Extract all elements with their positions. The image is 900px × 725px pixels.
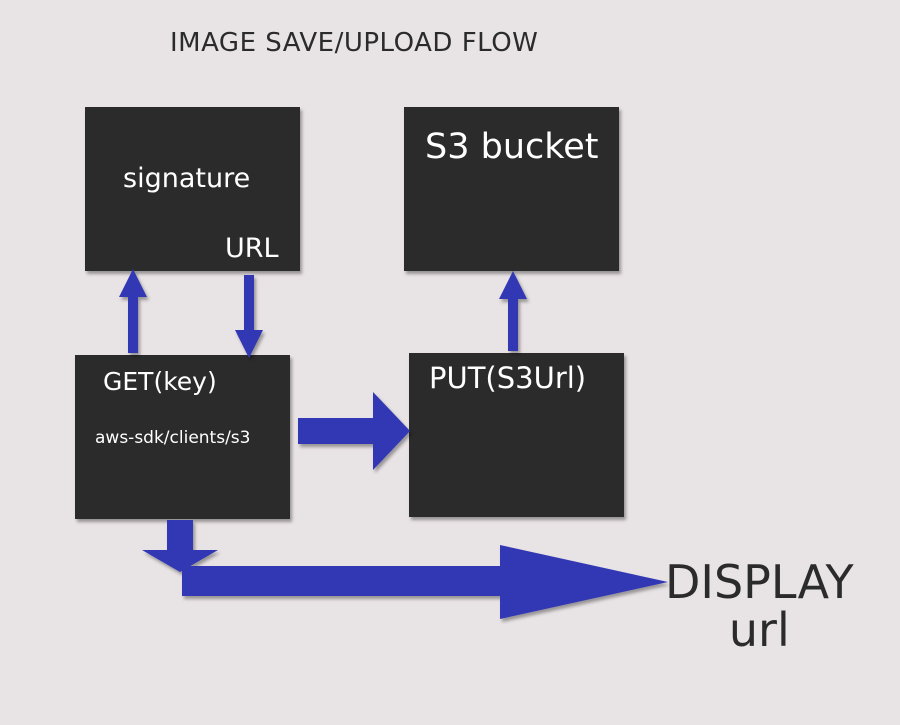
put-s3url-box: PUT(S3Url): [409, 353, 624, 517]
arrow-put-to-s3: [499, 271, 527, 351]
diagram-title: IMAGE SAVE/UPLOAD FLOW: [170, 28, 539, 58]
get-key-box: GET(key) aws-sdk/clients/s3: [75, 355, 290, 519]
display-text: DISPLAY: [665, 555, 854, 609]
get-key-label: GET(key): [103, 367, 217, 396]
arrow-url-to-get: [235, 275, 263, 358]
arrow-get-down: [142, 520, 218, 572]
url-label: URL: [225, 233, 279, 264]
put-s3url-label: PUT(S3Url): [429, 361, 587, 395]
signature-box: signature URL: [85, 107, 300, 271]
display-url-label: DISPLAY url: [665, 558, 854, 654]
signature-label: signature: [123, 163, 251, 194]
s3-bucket-box: S3 bucket: [404, 107, 619, 271]
arrow-get-to-put: [298, 392, 410, 470]
arrow-to-display: [182, 545, 668, 619]
s3-bucket-label: S3 bucket: [425, 127, 599, 167]
aws-sdk-label: aws-sdk/clients/s3: [95, 428, 251, 448]
arrow-get-to-signature: [119, 269, 147, 353]
url-text: url: [728, 603, 790, 657]
